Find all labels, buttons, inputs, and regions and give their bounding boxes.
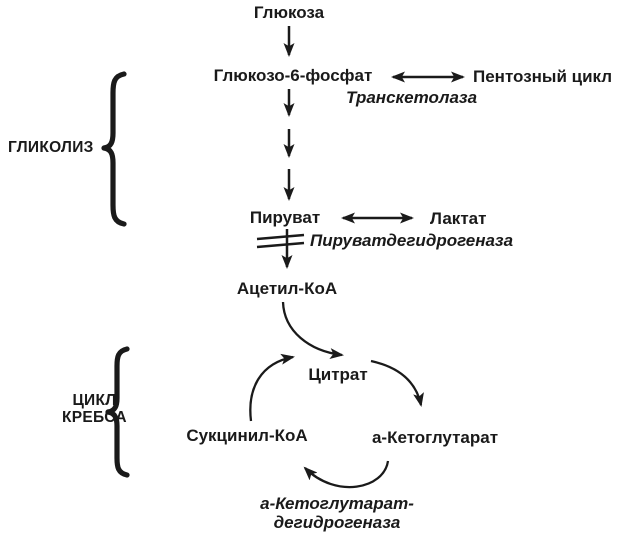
glycolysis-section-label: ГЛИКОЛИЗ: [8, 139, 94, 156]
arrow-ketoglutarate-to-succinylcoa-icon: [303, 460, 390, 489]
arrow-citrate-to-ketoglutarate-icon: [370, 359, 424, 407]
node-acetyl-coa: Ацетил-КоА: [236, 279, 338, 298]
node-citrate: Цитрат: [308, 365, 368, 384]
enzyme-ketoglutarate-dehydrogenase: а-Кетоглутарат- дегидрогеназа: [260, 494, 414, 532]
node-pyruvate: Пируват: [249, 208, 321, 227]
enzyme-pyruvate-dehydrogenase: Пируватдегидрогеназа: [310, 231, 514, 250]
krebs-cycle-section-label: ЦИКЛ КРЕБСА: [62, 392, 127, 427]
krebs-brace-icon: [105, 346, 130, 478]
kg-dehydrogenase-line1: а-Кетоглутарат-: [260, 494, 414, 513]
node-lactate: Лактат: [430, 209, 487, 228]
node-alpha-ketoglutarate: а-Кетоглутарат: [371, 428, 499, 447]
inhibition-bar-top-icon: [256, 233, 305, 241]
krebs-label-line1: ЦИКЛ: [72, 392, 117, 409]
arrow-acetylcoa-into-cycle-icon: [281, 301, 344, 360]
node-pentose-cycle: Пентозный цикл: [473, 67, 613, 86]
glycolysis-brace-icon: [101, 71, 127, 227]
enzyme-transketolase: Транскетолаза: [346, 88, 478, 107]
kg-dehydrogenase-line2: дегидрогеназа: [273, 513, 401, 533]
node-glucose-6-phosphate: Глюкозо-6-фосфат: [213, 66, 373, 85]
inhibition-bar-bottom-icon: [256, 241, 305, 249]
arrow-succinylcoa-to-citrate-icon: [249, 353, 295, 422]
krebs-label-line2: КРЕБСА: [62, 409, 127, 427]
node-glucose: Глюкоза: [253, 3, 325, 22]
node-succinyl-coa: Сукцинил-КоА: [186, 426, 308, 445]
